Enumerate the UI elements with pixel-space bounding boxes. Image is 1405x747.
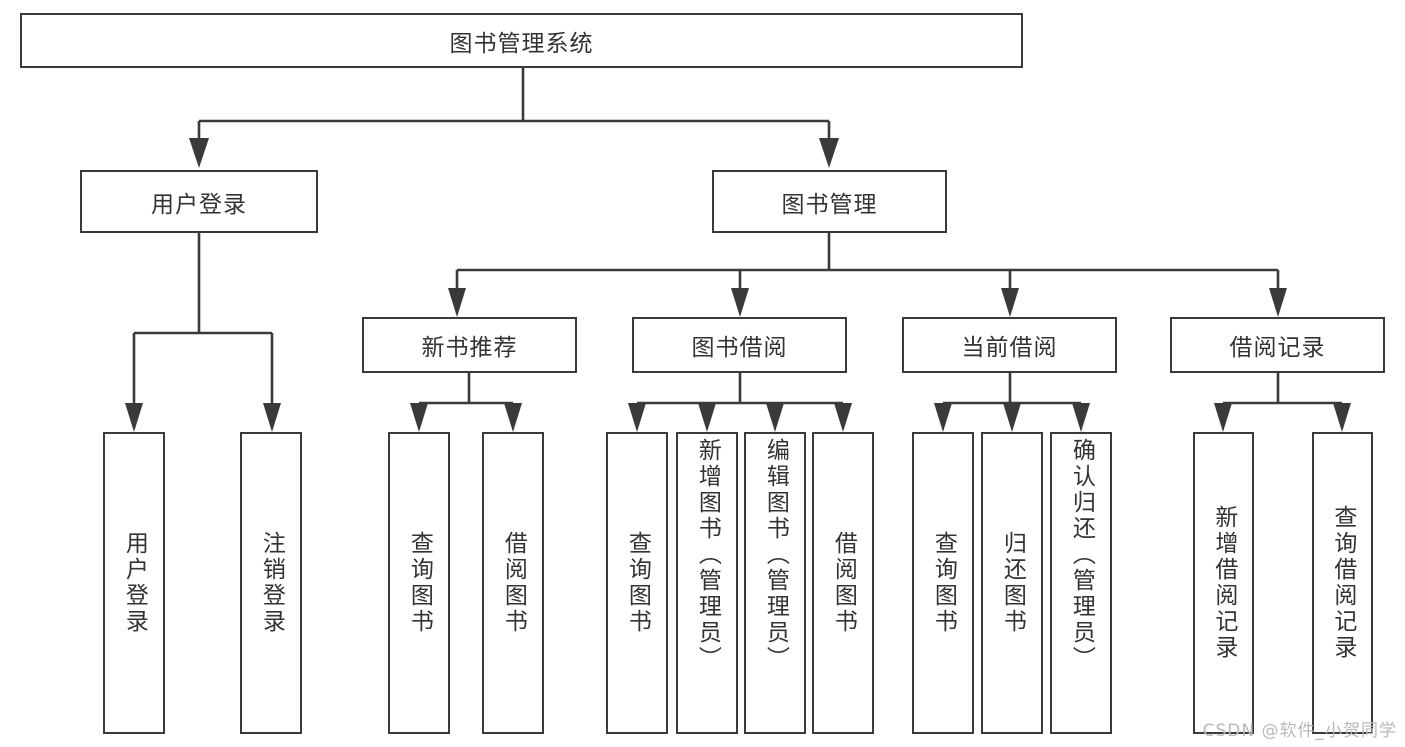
node-leaf-bb-edit-book[interactable]: 编辑图书（管理员） bbox=[744, 432, 806, 734]
node-label: 查询借阅记录 bbox=[1329, 505, 1356, 661]
node-label: 借阅图书 bbox=[830, 531, 857, 635]
arrowhead-nb-borrow-book bbox=[504, 403, 522, 432]
node-root-book-management-system[interactable]: 图书管理系统 bbox=[20, 13, 1023, 68]
arrowhead-book-borrow bbox=[731, 288, 749, 317]
arrowhead-leaf-logout bbox=[263, 403, 281, 432]
node-label: 查询图书 bbox=[406, 531, 433, 635]
arrowhead-br-query-record bbox=[1333, 403, 1351, 432]
arrowhead-current-borrow bbox=[1001, 288, 1019, 317]
node-leaf-cb-return-book[interactable]: 归还图书 bbox=[981, 432, 1043, 734]
node-label: 借阅图书 bbox=[500, 531, 527, 635]
node-label: 用户登录 bbox=[151, 191, 247, 218]
node-label: 借阅记录 bbox=[1229, 335, 1326, 361]
node-label: 编辑图书（管理员） bbox=[762, 438, 789, 672]
node-borrow-record[interactable]: 借阅记录 bbox=[1170, 317, 1385, 373]
node-leaf-bb-borrow-book[interactable]: 借阅图书 bbox=[812, 432, 874, 734]
node-leaf-cb-query-book[interactable]: 查询图书 bbox=[912, 432, 974, 734]
node-label: 查询图书 bbox=[624, 531, 651, 635]
node-label: 新增图书（管理员） bbox=[694, 438, 721, 672]
node-label: 归还图书 bbox=[999, 531, 1026, 635]
arrowhead-bb-edit-book bbox=[766, 403, 784, 432]
arrowhead-bb-borrow-book bbox=[834, 403, 852, 432]
node-leaf-nb-borrow-book[interactable]: 借阅图书 bbox=[482, 432, 544, 734]
node-current-borrow[interactable]: 当前借阅 bbox=[902, 317, 1117, 373]
node-label: 新增借阅记录 bbox=[1210, 505, 1237, 661]
arrowhead-cb-query-book bbox=[934, 403, 952, 432]
arrowhead-user-login bbox=[189, 138, 209, 168]
arrowhead-br-add-record bbox=[1214, 403, 1232, 432]
node-user-login[interactable]: 用户登录 bbox=[80, 170, 318, 233]
node-label: 注销登录 bbox=[258, 531, 285, 635]
node-leaf-br-query-record[interactable]: 查询借阅记录 bbox=[1312, 432, 1373, 734]
node-label: 图书借阅 bbox=[691, 335, 788, 361]
node-leaf-bb-query-book[interactable]: 查询图书 bbox=[606, 432, 668, 734]
node-leaf-br-add-record[interactable]: 新增借阅记录 bbox=[1193, 432, 1254, 734]
node-leaf-nb-query-book[interactable]: 查询图书 bbox=[388, 432, 450, 734]
node-label: 用户登录 bbox=[121, 531, 148, 635]
node-label: 查询图书 bbox=[930, 531, 957, 635]
arrowhead-nb-query-book bbox=[410, 403, 428, 432]
node-new-book-recommend[interactable]: 新书推荐 bbox=[362, 317, 577, 373]
arrowhead-leaf-user-login bbox=[125, 403, 143, 432]
node-label: 当前借阅 bbox=[961, 335, 1058, 361]
node-label: 图书管理系统 bbox=[449, 30, 594, 57]
arrowhead-cb-return-book bbox=[1003, 403, 1021, 432]
arrowhead-book-manage bbox=[819, 138, 839, 168]
node-leaf-bb-add-book[interactable]: 新增图书（管理员） bbox=[676, 432, 738, 734]
node-book-borrow[interactable]: 图书借阅 bbox=[632, 317, 847, 373]
node-label: 图书管理 bbox=[781, 191, 878, 218]
node-label: 新书推荐 bbox=[421, 335, 518, 361]
arrowhead-bb-query-book bbox=[628, 403, 646, 432]
node-leaf-user-login[interactable]: 用户登录 bbox=[103, 432, 165, 734]
arrowhead-new-book bbox=[448, 288, 466, 317]
node-book-management[interactable]: 图书管理 bbox=[712, 170, 947, 233]
node-label: 确认归还（管理员） bbox=[1068, 438, 1095, 672]
watermark: CSDN @软件_小贺同学 bbox=[1202, 721, 1397, 741]
arrowhead-borrow-record bbox=[1269, 288, 1287, 317]
arrowhead-bb-add-book bbox=[698, 403, 716, 432]
arrowhead-cb-confirm-return bbox=[1072, 403, 1090, 432]
node-leaf-cb-confirm-return[interactable]: 确认归还（管理员） bbox=[1050, 432, 1112, 734]
node-leaf-logout[interactable]: 注销登录 bbox=[240, 432, 302, 734]
